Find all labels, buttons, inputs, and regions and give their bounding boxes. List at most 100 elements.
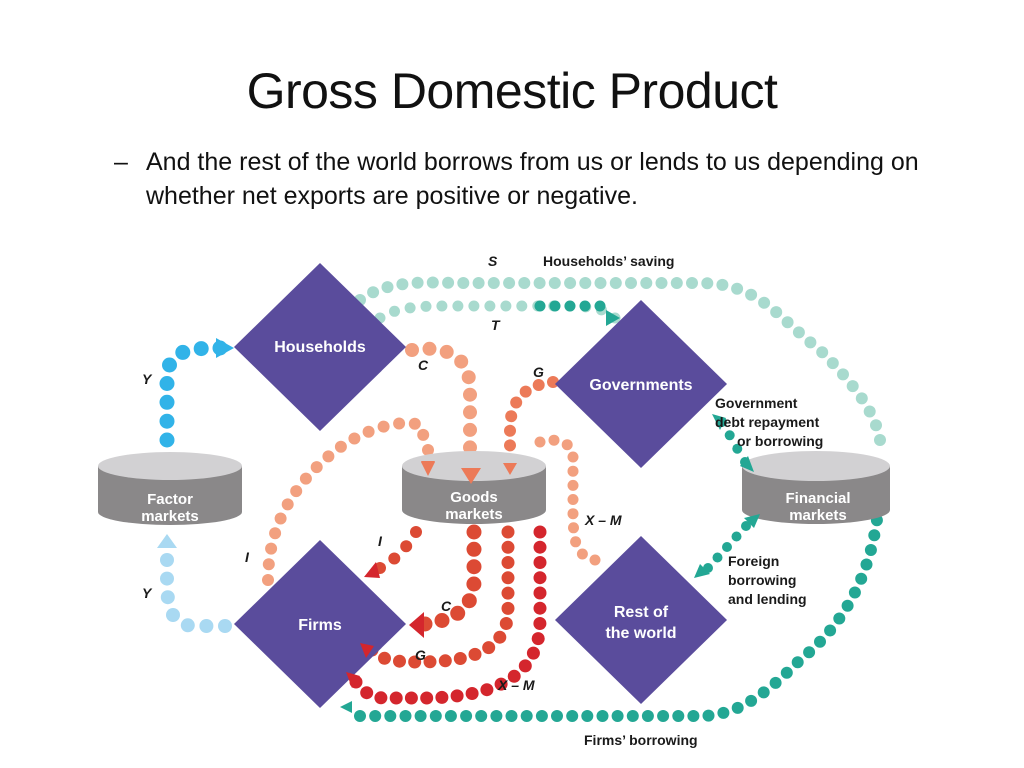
taxes-flow-dot <box>436 300 448 312</box>
gov-debt-flow-dot <box>732 443 743 454</box>
firms-borrowing-flow-dot <box>626 710 639 722</box>
financial-markets-label-1: Financial <box>785 490 850 507</box>
goods-inflow-arrowhead-c <box>421 462 435 476</box>
government-flow-lower-dot <box>501 556 515 569</box>
firms-borrowing-flow-dot <box>384 710 397 722</box>
firms-borrowing-flow-dot <box>672 710 685 722</box>
investment-flow-left-dot <box>281 498 294 511</box>
income-flow-firms-dot <box>160 571 174 586</box>
government-flow-lower-dot <box>378 651 391 665</box>
firms-borrowing-flow-dot <box>611 710 624 722</box>
firms-borrowing-flow-dot <box>475 710 488 722</box>
firms-borrowing-flow-dot <box>657 710 670 722</box>
household-saving-flow-dot <box>548 277 561 289</box>
net-exports-flow-upper-dot <box>570 536 582 548</box>
investment-flow-left-dot <box>322 450 335 463</box>
government-flow-dot <box>547 376 559 388</box>
net-exports-flow-upper-dot <box>567 451 579 463</box>
firms-borrowing-flow-dot <box>717 706 730 719</box>
net-exports-flow-lower-dot <box>450 689 464 703</box>
firms-borrowing-flow-dot <box>399 710 412 722</box>
net-exports-flow-upper-dot <box>567 494 579 505</box>
net-exports-flow-upper-dot <box>567 508 579 520</box>
net-exports-arrowhead-lower <box>346 672 360 688</box>
net-exports-flow-upper-dot <box>567 479 579 491</box>
gov-debt-arrowhead-down <box>740 456 754 472</box>
consumption-flow-dot <box>454 354 469 369</box>
foreign-flow-dot <box>731 531 742 542</box>
income-symbol-label-top: Y <box>142 371 153 387</box>
firms-borrowing-flow-dot <box>757 686 770 699</box>
government-flow-dot <box>505 410 518 423</box>
consumption-flow-lower-dot <box>466 524 482 540</box>
household-saving-flow-dot <box>855 392 868 405</box>
taxes-flow-dot <box>389 305 400 317</box>
household-saving-flow-dot <box>367 286 380 299</box>
investment-flow-left-dot <box>310 461 323 474</box>
governments-node: Governments <box>555 300 727 468</box>
governments-diamond <box>555 300 727 468</box>
household-saving-flow-dot <box>792 326 805 339</box>
investment-flow-left-dot <box>417 428 430 441</box>
consumption-flow-dot <box>439 344 454 359</box>
household-saving-flow-dot <box>457 277 470 289</box>
consumption-arrowhead-lower <box>409 612 424 638</box>
net-exports-flow-lower-dot <box>526 646 540 660</box>
investment-flow-left-dot <box>377 420 390 433</box>
income-flow-households-dot <box>159 432 175 448</box>
flow-labels: S Households’ saving T C G Y Y I I X – M… <box>142 253 823 748</box>
firms-borrowing-flow-dot <box>769 676 782 689</box>
income-flow-households-dot <box>193 341 209 357</box>
foreign-label-1: Foreign <box>728 553 779 569</box>
firms-borrowing-flow-dot <box>460 710 473 722</box>
foreign-flow-dot <box>741 521 751 531</box>
firms-borrowing-flow-dot <box>520 710 533 722</box>
taxes-symbol-label: T <box>491 317 501 333</box>
government-flow-lower-dot <box>468 647 482 661</box>
firms-borrowing-label: Firms’ borrowing <box>584 732 698 748</box>
factor-markets-top <box>98 452 242 480</box>
household-saving-flow-dot <box>870 419 882 432</box>
household-saving-flow-dot <box>804 336 817 349</box>
net-exports-flow-upper-dot <box>567 465 579 477</box>
net-exports-flow-lower-dot <box>533 617 547 630</box>
government-flow-lower-dot <box>493 630 507 644</box>
governments-label: Governments <box>589 377 692 394</box>
household-saving-flow-dot <box>533 277 546 289</box>
investment-flow-right-dot <box>388 552 401 565</box>
government-flow-lower-dot <box>393 654 406 668</box>
income-flow-households-dot <box>159 394 175 410</box>
firms-borrowing-flow-dot <box>803 646 816 659</box>
consumption-flow-dot <box>463 440 477 455</box>
government-symbol-label-lower: G <box>415 647 426 663</box>
government-flow-lower-dot <box>408 655 422 669</box>
firms-borrowing-flow-dot <box>641 710 654 722</box>
firms-label: Firms <box>298 617 342 634</box>
net-exports-flow-lower-dot <box>533 601 547 615</box>
taxes-flow-teal-dot <box>564 300 576 312</box>
household-saving-flow-dot <box>686 277 698 289</box>
factor-markets-label-1: Factor <box>147 491 193 508</box>
government-flow-lower-dot <box>501 540 515 554</box>
firms-borrowing-flow-dot <box>791 656 804 669</box>
household-saving-flow-dot <box>625 277 637 289</box>
household-saving-flow-dot <box>411 276 424 289</box>
firms-borrowing-flow-dot <box>833 612 846 625</box>
household-saving-flow-dot <box>609 277 622 289</box>
government-flow-lower-dot <box>499 617 513 630</box>
investment-flow-right-dot <box>410 526 422 538</box>
net-exports-flow-lower-dot <box>533 586 547 600</box>
consumption-flow-dot <box>461 370 476 385</box>
income-flow-firms-dot <box>166 608 180 622</box>
net-exports-flow-lower-dot <box>533 556 547 569</box>
firms-borrowing-flow-dot <box>551 710 563 722</box>
financial-markets-label-2: markets <box>789 507 847 524</box>
gov-debt-label-3: or borrowing <box>737 433 823 449</box>
rest-of-world-diamond <box>555 536 727 704</box>
consumption-flow-dot <box>463 387 477 402</box>
household-saving-flow-dot <box>640 277 653 289</box>
taxes-flow-teal-dot <box>579 300 591 312</box>
government-flow-lower-dot <box>501 571 515 585</box>
investment-arrowhead-right <box>364 562 380 578</box>
consumption-flow-lower-dot <box>466 541 482 557</box>
